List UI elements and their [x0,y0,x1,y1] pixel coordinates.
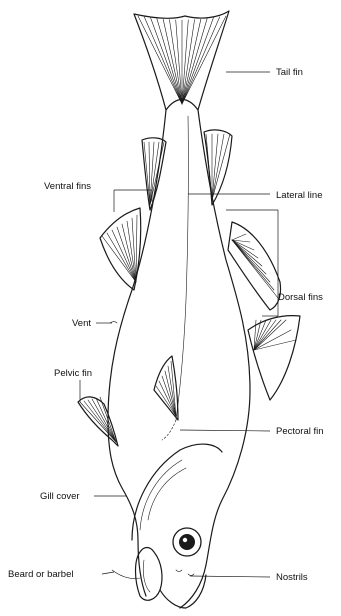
nostril-marks [176,570,194,576]
label-ventral-fins: Ventral fins [44,181,91,192]
fin-rays [80,134,296,442]
label-pectoral-fin: Pectoral fin [276,426,324,437]
fin-ray [182,18,213,104]
label-tail-fin: Tail fin [276,67,303,78]
tail-fin-shape [134,11,229,110]
label-pelvic-fin: Pelvic fin [54,368,92,379]
fin-ray [232,240,270,282]
head-shape [136,548,207,609]
dorsal-fin-upper-shape [228,222,281,310]
label-vent: Vent [72,318,91,329]
fin-ray [165,371,176,416]
leader-lines [80,72,278,577]
fin-ray [212,134,224,200]
label-beard-or-barbel: Beard or barbel [8,569,73,580]
fin-ray [151,18,182,104]
label-lateral-line: Lateral line [276,190,322,201]
dorsal-fin-lower-shape [248,316,300,400]
pelvic-fin-shape [78,397,118,446]
fin-ray [163,19,182,104]
label-gill-cover: Gill cover [40,491,80,502]
label-nostrils: Nostrils [276,572,308,583]
eye [173,528,201,556]
fin-ray [156,386,176,416]
gill-cover-shape [132,444,222,540]
fin-ray [182,19,201,104]
label-dorsal-fins: Dorsal fins [278,292,323,303]
fin-ray [232,234,246,240]
